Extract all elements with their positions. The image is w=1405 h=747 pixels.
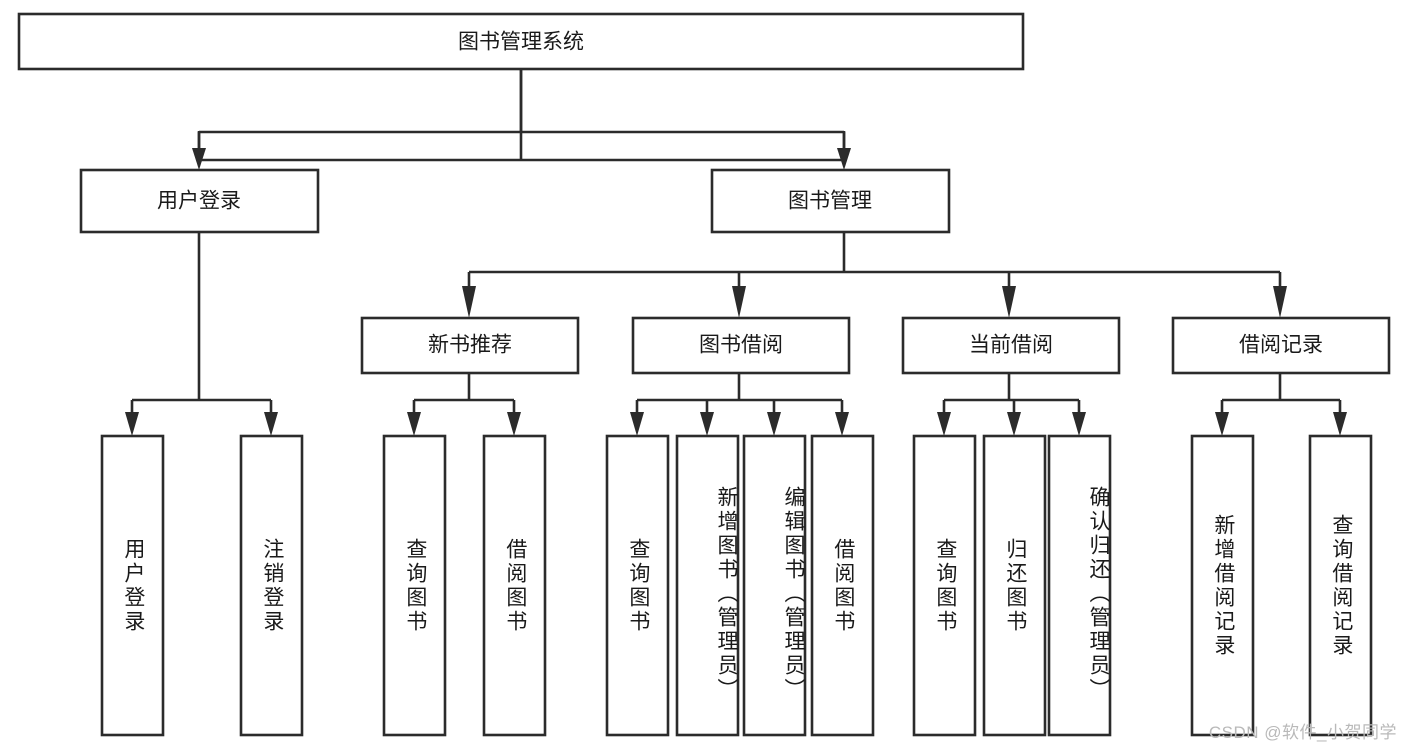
leaf-box-new-book-borrow[interactable]: [482, 434, 547, 737]
leaf-box-current-borrow-return[interactable]: [982, 434, 1047, 737]
arrow-head-leaf-current-borrow-1: [937, 412, 951, 436]
arrow-head-leaf-book-borrow-4: [835, 412, 849, 436]
node-new-book-recommend[interactable]: [360, 316, 580, 375]
csdn-watermark: CSDN @软件_小贺同学: [1208, 723, 1397, 742]
arrow-head-new-book: [462, 286, 476, 318]
arrow-head-leaf-current-borrow-3: [1072, 412, 1086, 436]
node-root-label: 图书管理系统: [458, 31, 584, 54]
arrow-head-leaf-current-borrow-2: [1007, 412, 1021, 436]
leaf-box-current-borrow-confirm[interactable]: [1047, 434, 1112, 737]
node-borrow-record-label: 借阅记录: [1239, 334, 1323, 357]
node-root-book-management-system[interactable]: [17, 12, 1025, 71]
arrow-head-leaf-new-book-1: [407, 412, 421, 436]
arrow-head-leaf-user-login-2: [264, 412, 278, 436]
arrow-head-book-mgmt: [837, 148, 851, 170]
node-book-management[interactable]: [710, 168, 951, 234]
arrow-head-book-borrow: [732, 286, 746, 318]
arrow-head-leaf-book-borrow-1: [630, 412, 644, 436]
leaf-box-user-login-login[interactable]: [100, 434, 165, 737]
connector-layer: [125, 69, 1347, 436]
node-new-book-recommend-label: 新书推荐: [428, 334, 512, 357]
leaf-box-book-borrow-query[interactable]: [605, 434, 670, 737]
arrow-head-leaf-book-borrow-3: [767, 412, 781, 436]
arrow-head-leaf-new-book-2: [507, 412, 521, 436]
leaf-box-current-borrow-query[interactable]: [912, 434, 977, 737]
node-borrow-record[interactable]: [1171, 316, 1391, 375]
leaf-box-book-borrow-add[interactable]: [675, 434, 740, 737]
node-book-borrow-label: 图书借阅: [699, 334, 783, 357]
arrow-head-leaf-user-login-1: [125, 412, 139, 436]
node-current-borrow[interactable]: [901, 316, 1121, 375]
arrow-head-user-login: [192, 148, 206, 170]
node-current-borrow-label: 当前借阅: [969, 334, 1053, 357]
arrow-head-leaf-borrow-record-2: [1333, 412, 1347, 436]
node-user-login[interactable]: [79, 168, 320, 234]
leaf-box-book-borrow-borrow[interactable]: [810, 434, 875, 737]
node-user-login-label: 用户登录: [157, 190, 241, 213]
leaf-box-borrow-record-add[interactable]: [1190, 434, 1255, 737]
node-book-borrow[interactable]: [631, 316, 851, 375]
leaf-box-borrow-record-query[interactable]: [1308, 434, 1373, 737]
node-book-management-label: 图书管理: [788, 190, 872, 213]
arrow-head-leaf-borrow-record-1: [1215, 412, 1229, 436]
node-layer: 图书管理系统 用户登录 图书管理 新书推荐 图书借阅 当前借阅 借阅记录: [17, 12, 1391, 737]
arrow-head-borrow-record: [1273, 286, 1287, 318]
arrow-head-leaf-book-borrow-2: [700, 412, 714, 436]
leaf-box-user-login-logout[interactable]: [239, 434, 304, 737]
arrow-head-current-borrow: [1002, 286, 1016, 318]
leaf-box-new-book-query[interactable]: [382, 434, 447, 737]
leaf-box-book-borrow-edit[interactable]: [742, 434, 807, 737]
